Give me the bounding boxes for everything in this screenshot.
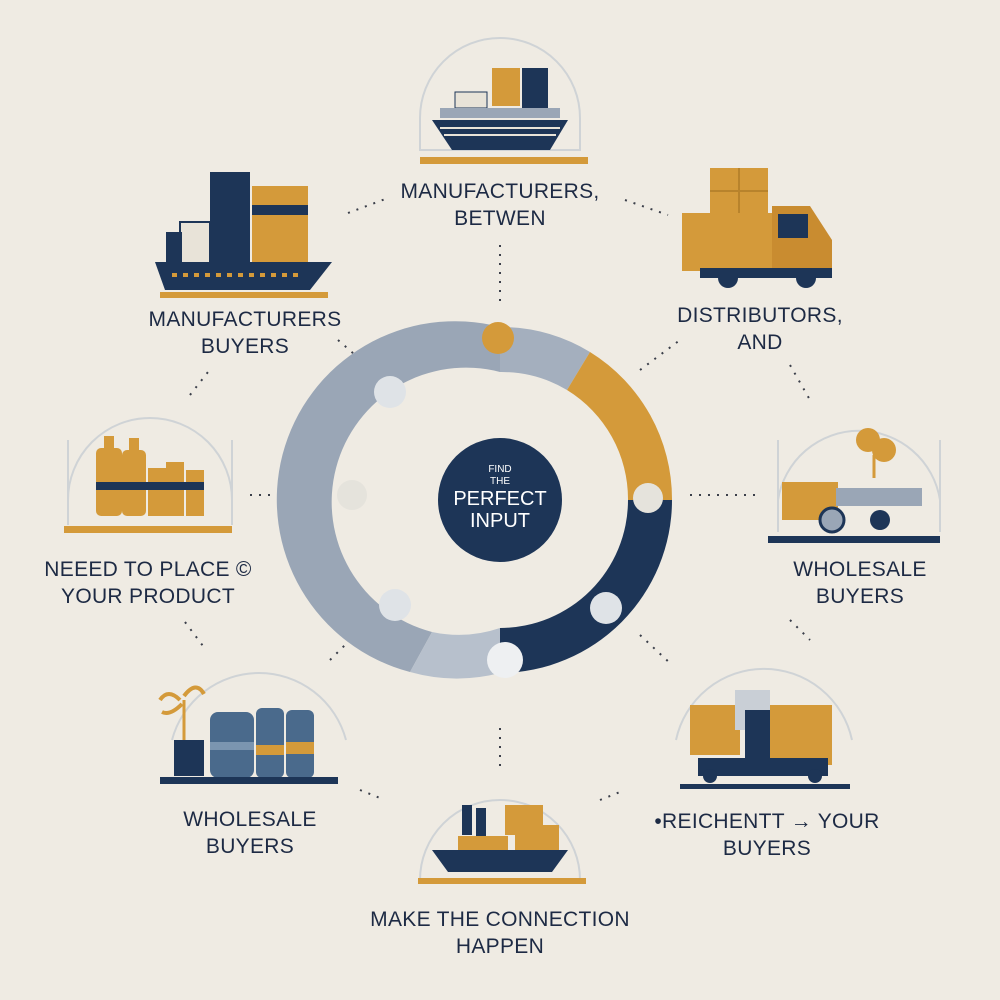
- node-label-top-left-line-2: BUYERS: [200, 335, 290, 358]
- connector-right-diag: [789, 364, 811, 401]
- node-label-top-left: MANUFACTURERS BUYERS: [130, 306, 360, 360]
- connector-bottom-left-low: [359, 789, 386, 801]
- node-label-bottom-line-2: HAPPEN: [455, 935, 545, 958]
- bottles-icon: [64, 417, 233, 533]
- node-label-bottom: MAKE THE CONNECTION HAPPEN: [360, 906, 640, 960]
- ring-segment-navy: [500, 500, 672, 673]
- node-label-top-line-2: BETWEN: [454, 207, 546, 230]
- central-ring: [276, 321, 673, 679]
- center-line-1: FIND: [488, 464, 512, 475]
- ring-node-top: [482, 322, 514, 354]
- connector-bottom-right-low: [599, 789, 626, 801]
- node-label-right: WHOLESALE BUYERS: [760, 556, 960, 610]
- connector-left-low-diag: [184, 621, 207, 651]
- pickup-truck-icon: [768, 428, 941, 543]
- loaded-ship-icon: [155, 172, 332, 298]
- ring-node-upper-right: [590, 372, 622, 404]
- ring-node-upper-left: [374, 376, 406, 408]
- ring-segment-light: [410, 628, 500, 679]
- node-label-bottom-left-line-2: BUYERS: [205, 835, 295, 858]
- ring-segment-slate: [276, 321, 500, 672]
- cargo-truck-icon: [675, 667, 853, 789]
- node-label-bottom-right-line-1: •REICHENTT → YOUR: [654, 810, 880, 833]
- connector-top-right: [624, 199, 669, 216]
- node-label-top-right: DISTRIBUTORS, AND: [660, 302, 860, 356]
- ring-node-right: [633, 483, 663, 513]
- ring-node-lower-left: [379, 589, 411, 621]
- connector-lines: [184, 197, 811, 801]
- node-label-left-line-1: NEEED TO PLACE ©: [44, 558, 252, 581]
- ring-segment-gold: [567, 352, 673, 500]
- node-label-top-right-line-2: AND: [737, 331, 783, 354]
- center-disc: [438, 438, 562, 562]
- container-ship-icon: [418, 799, 586, 884]
- node-label-bottom-line-1: MAKE THE CONNECTION: [370, 908, 630, 931]
- node-label-top-right-line-1: DISTRIBUTORS,: [677, 304, 843, 327]
- connector-left-diag: [189, 371, 209, 396]
- node-label-left: NEEED TO PLACE © YOUR PRODUCT: [28, 556, 268, 610]
- node-label-bottom-left: WHOLESALE BUYERS: [150, 806, 350, 860]
- ring-node-left: [337, 480, 367, 510]
- node-label-bottom-right-line-2: BUYERS: [722, 837, 812, 860]
- connector-left-lower: [329, 631, 359, 661]
- node-label-top-left-line-1: MANUFACTURERS: [148, 308, 342, 331]
- center-title: FIND THE PERFECT INPUT: [440, 450, 560, 550]
- node-label-right-line-2: BUYERS: [815, 585, 905, 608]
- node-label-top-line-1: MANUFACTURERS,: [400, 180, 600, 203]
- node-label-top: MANUFACTURERS, BETWEN: [380, 178, 620, 232]
- center-line-4: INPUT: [470, 510, 530, 532]
- ring-node-bottom: [487, 642, 523, 678]
- node-label-bottom-left-line-1: WHOLESALE: [183, 808, 317, 831]
- ring-segment-slate-top: [500, 326, 590, 390]
- center-line-2: THE: [490, 476, 510, 487]
- bottles-plant-icon: [158, 672, 347, 784]
- delivery-truck-icon: [682, 168, 832, 288]
- connector-right-lower: [639, 634, 673, 666]
- node-label-bottom-right: •REICHENTT → YOUR BUYERS: [652, 808, 882, 862]
- ring-node-lower-right: [590, 592, 622, 624]
- node-label-left-line-2: YOUR PRODUCT: [61, 585, 235, 608]
- cargo-ship-icon: [419, 37, 588, 164]
- node-label-right-line-1: WHOLESALE: [793, 558, 927, 581]
- connector-bottom-right: [789, 619, 811, 641]
- center-line-3: PERFECT: [453, 488, 547, 510]
